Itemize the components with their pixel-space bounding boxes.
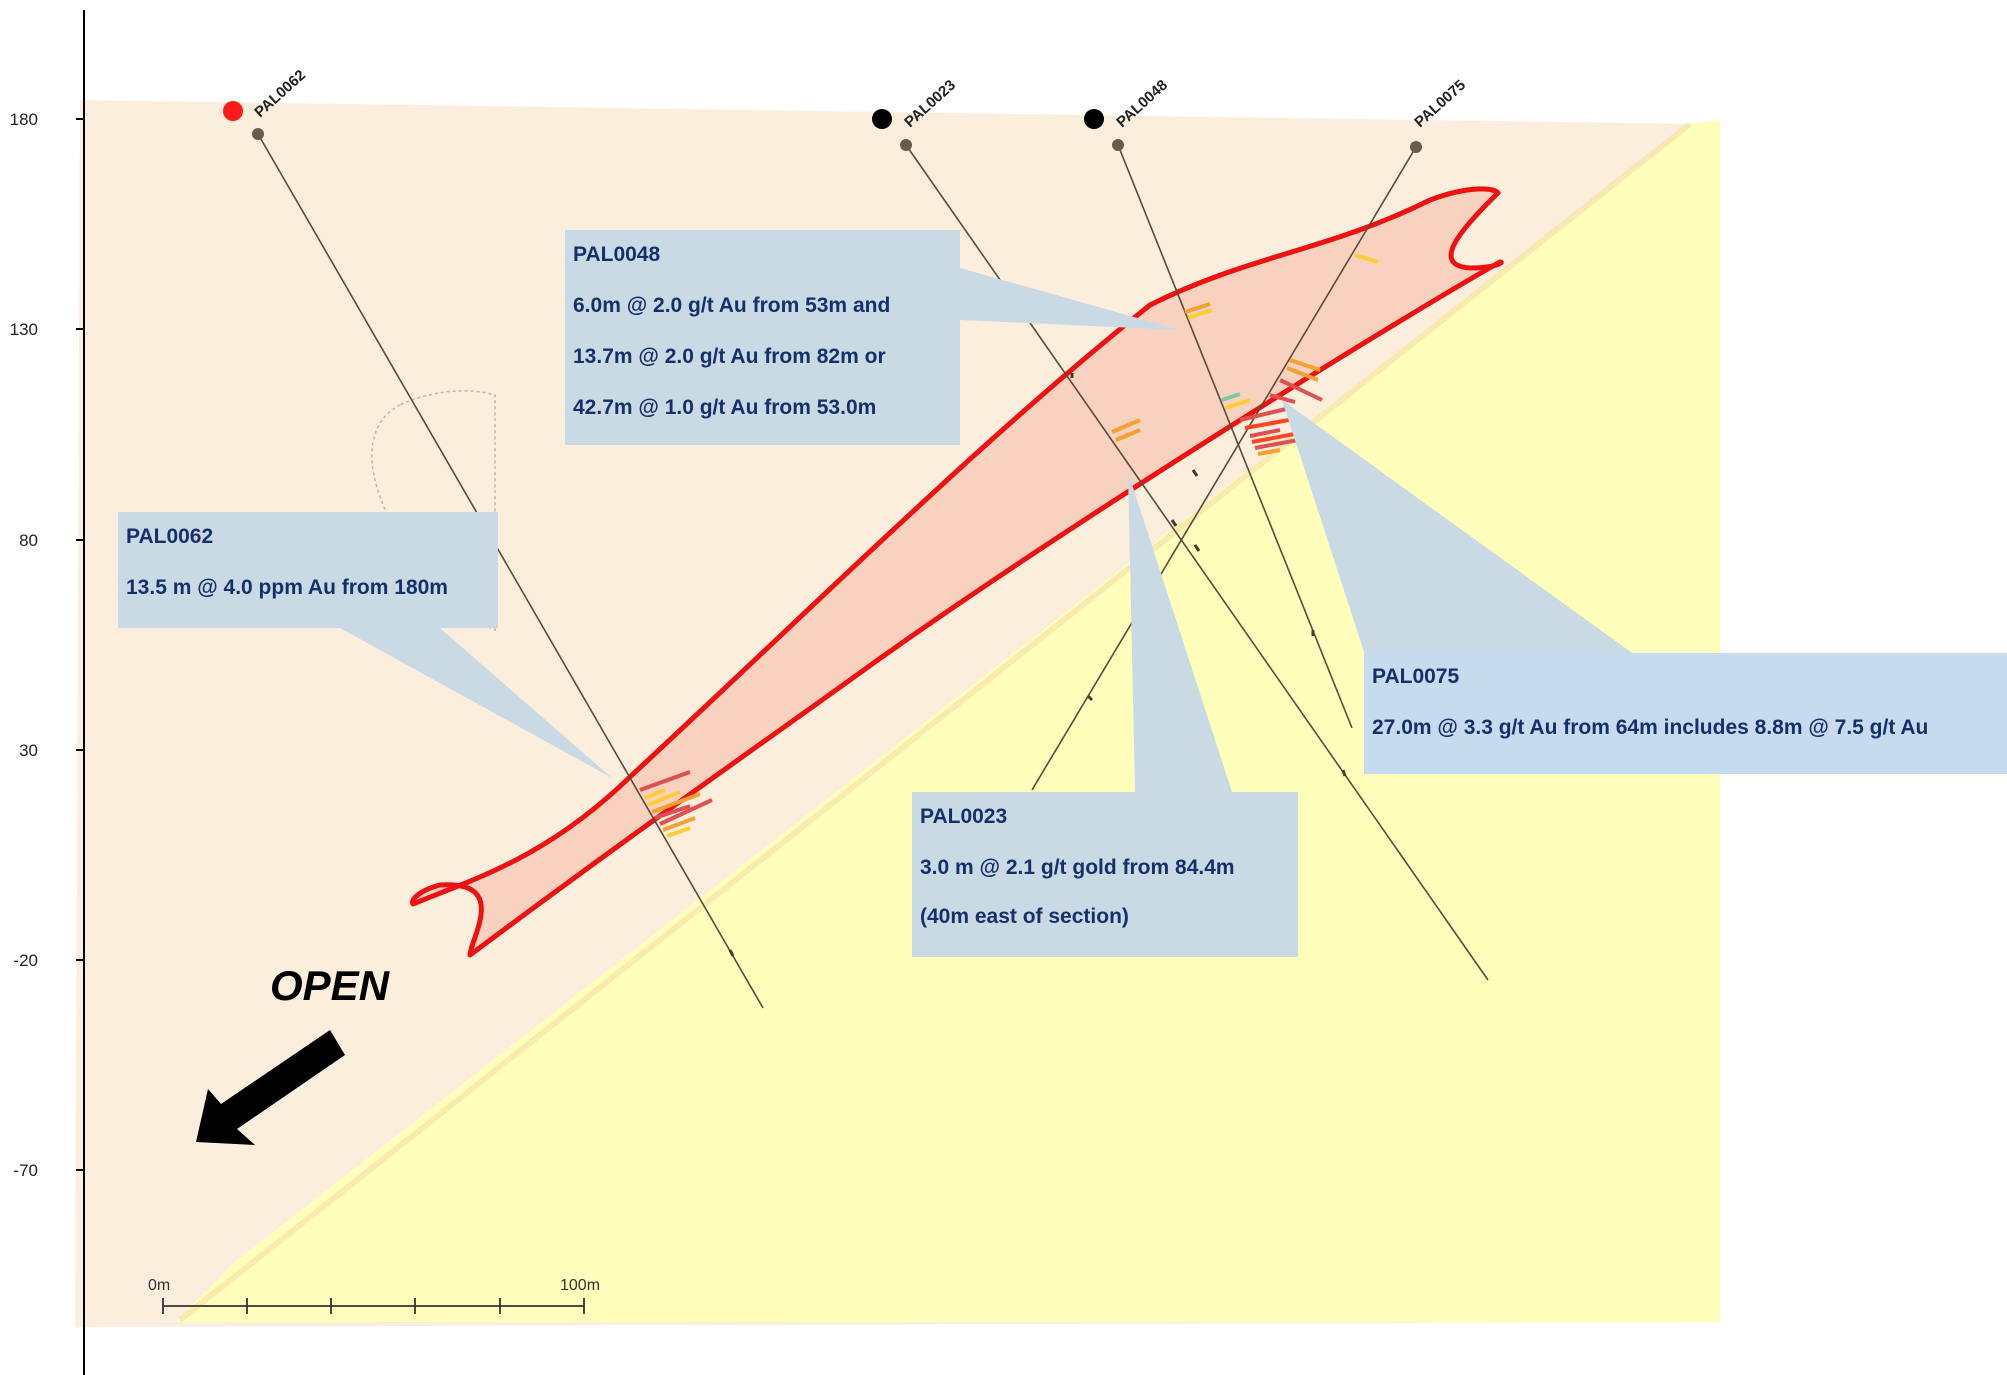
scale-bar: [162, 1298, 585, 1314]
status-marker-pal0048: [1084, 109, 1104, 129]
y-tick-label: 180: [10, 110, 38, 129]
callout-line: 27.0m @ 3.3 g/t Au from 64m includes 8.8…: [1372, 716, 1928, 739]
trace-pal0075: [1031, 146, 1417, 791]
collar-pal0048: [1112, 139, 1124, 151]
callout-line: 3.0 m @ 2.1 g/t gold from 84.4m: [920, 856, 1235, 879]
callout-pal0023: PAL0023 3.0 m @ 2.1 g/t gold from 84.4m …: [912, 472, 1298, 957]
y-tick-label: -70: [13, 1161, 38, 1180]
open-label: OPEN: [270, 962, 391, 1009]
callout-pal0048: PAL0048 6.0m @ 2.0 g/t Au from 53m and 1…: [565, 230, 1180, 445]
mineralised-zone: [410, 186, 1504, 958]
collar-pal0023: [900, 139, 912, 151]
status-marker-pal0023: [872, 109, 892, 129]
collar-pal0062: [252, 128, 264, 140]
trace-ticks: [728, 373, 1347, 957]
callout-line: 6.0m @ 2.0 g/t Au from 53m and: [573, 294, 890, 317]
y-tick-label: 30: [19, 741, 38, 760]
y-tick-label: 130: [10, 320, 38, 339]
callout-title: PAL0075: [1372, 665, 1459, 688]
contact-line: [178, 121, 1692, 1323]
assay-bars-pal0062: [639, 770, 713, 838]
callout-title: PAL0048: [573, 243, 660, 266]
callout-title: PAL0023: [920, 805, 1007, 828]
trace-pal0062: [257, 133, 764, 1009]
callout-line: 42.7m @ 1.0 g/t Au from 53.0m: [573, 396, 876, 419]
assay-bars-pal0075: [1269, 253, 1379, 404]
open-arrow-icon: [196, 1030, 345, 1145]
drill-hole-traces: [257, 133, 1489, 1009]
callout-line: (40m east of section): [920, 905, 1129, 928]
assay-bars-pal0048: [1184, 302, 1306, 456]
scale-end-label: 100m: [560, 1277, 600, 1294]
callout-title: PAL0062: [126, 525, 213, 548]
y-axis-ticks: [76, 118, 84, 1171]
status-marker-pal0062: [223, 101, 243, 121]
collar-pal0075: [1410, 141, 1422, 153]
y-tick-label: 80: [19, 531, 38, 550]
assay-bars-pal0023: [1111, 418, 1141, 442]
callout-line: 13.5 m @ 4.0 ppm Au from 180m: [126, 576, 448, 599]
callout-line: 13.7m @ 2.0 g/t Au from 82m or: [573, 345, 886, 368]
scale-start-label: 0m: [148, 1277, 170, 1294]
callout-pal0062: PAL0062 13.5 m @ 4.0 ppm Au from 180m: [118, 512, 612, 778]
y-tick-label: -20: [13, 951, 38, 970]
callout-pal0075: PAL0075 27.0m @ 3.3 g/t Au from 64m incl…: [1282, 400, 2007, 774]
